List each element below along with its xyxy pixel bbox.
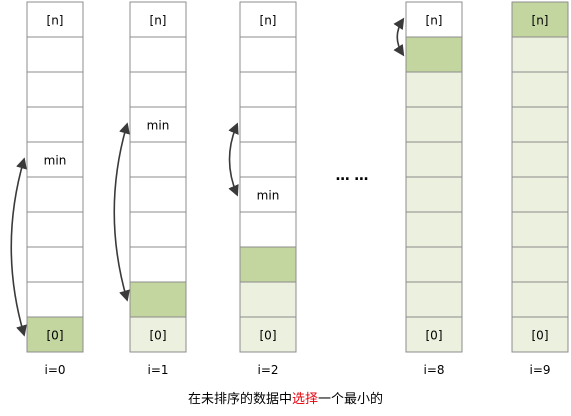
array-cell [511, 246, 569, 283]
min-label: min [257, 189, 280, 203]
array-cell [405, 281, 463, 318]
bottom-index-label: [0] [150, 329, 167, 343]
bottom-index-label: [0] [47, 329, 64, 343]
array-cell [239, 281, 297, 318]
array-cell [239, 71, 297, 108]
top-index-label: [n] [47, 14, 64, 28]
caption-text-before: 在未排序的数据中 [187, 392, 292, 407]
array-cell [239, 141, 297, 178]
array-cell [405, 1, 463, 38]
array-cell [405, 246, 463, 283]
array-cell [405, 316, 463, 353]
min-label: min [44, 154, 67, 168]
array-cell [239, 106, 297, 143]
array-cell [405, 36, 463, 73]
array-cell [405, 141, 463, 178]
array-cell [511, 71, 569, 108]
array-cell [511, 36, 569, 73]
array-cell [26, 246, 84, 283]
array-column: [n] [0] min i=2 [228, 1, 297, 377]
array-cell [239, 211, 297, 248]
array-cell [239, 176, 297, 213]
array-cell [26, 106, 84, 143]
array-cell [239, 246, 297, 283]
array-cell [129, 211, 187, 248]
array-cell [129, 141, 187, 178]
ellipsis-text: … … [336, 168, 369, 184]
array-cell [129, 1, 187, 38]
array-cell [26, 281, 84, 318]
iteration-label: i=1 [147, 363, 168, 377]
top-index-label: [n] [150, 14, 167, 28]
bottom-index-label: [0] [532, 329, 549, 343]
bottom-index-label: [0] [426, 329, 443, 343]
array-cell [26, 71, 84, 108]
array-column: [n] [0] i=9 [511, 1, 569, 377]
top-index-label: [n] [426, 14, 443, 28]
iteration-label: i=0 [44, 363, 65, 377]
array-cell [129, 176, 187, 213]
array-cell [129, 246, 187, 283]
caption: 在未排序的数据中选择一个最小的 [0, 388, 571, 407]
caption-text-after: 一个最小的 [318, 392, 384, 407]
array-column: [n] [0] i=8 [393, 1, 463, 377]
array-cell [511, 281, 569, 318]
array-cell [511, 106, 569, 143]
array-cell [26, 36, 84, 73]
array-cell [511, 141, 569, 178]
swap-arrow [10, 157, 27, 337]
array-cell [511, 316, 569, 353]
array-cell [129, 316, 187, 353]
array-cell [26, 176, 84, 213]
top-index-label: [n] [260, 14, 277, 28]
bottom-index-label: [0] [260, 329, 277, 343]
array-cell [26, 141, 84, 178]
array-cell [26, 1, 84, 38]
array-cell [129, 36, 187, 73]
iteration-label: i=8 [423, 363, 444, 377]
array-cell [405, 211, 463, 248]
caption-highlight: 选择 [291, 392, 318, 407]
array-cell [129, 71, 187, 108]
swap-arrow [228, 122, 239, 197]
array-cell [511, 1, 569, 38]
top-index-label: [n] [532, 14, 549, 28]
array-cell [405, 176, 463, 213]
array-cell [239, 316, 297, 353]
iteration-label: i=2 [257, 363, 278, 377]
iteration-label: i=9 [529, 363, 550, 377]
array-cell [405, 71, 463, 108]
min-label: min [147, 119, 170, 133]
array-column: [n] [0] min i=1 [113, 1, 187, 377]
array-cell [511, 176, 569, 213]
array-cell [26, 316, 84, 353]
array-cell [129, 281, 187, 318]
array-column: [n] [0] min i=0 [10, 1, 84, 377]
array-cell [511, 211, 569, 248]
array-cell [405, 106, 463, 143]
array-cell [239, 36, 297, 73]
swap-arrow [393, 17, 405, 57]
array-cell [26, 211, 84, 248]
swap-arrow [113, 122, 130, 302]
